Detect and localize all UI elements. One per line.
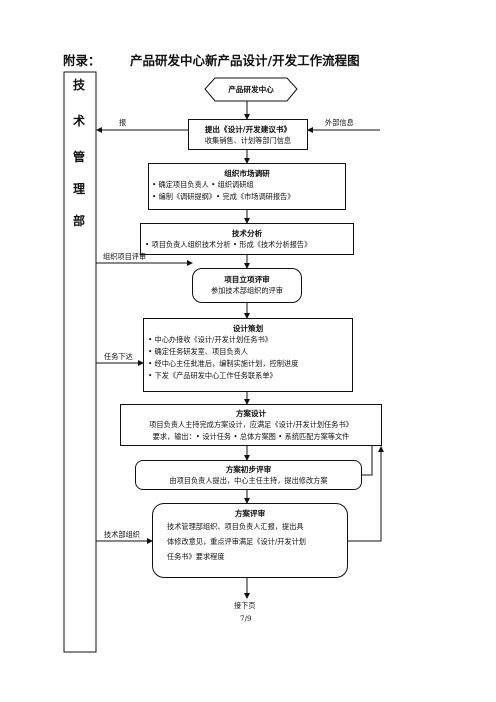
design-line-2: 要求，输出：• 设计任务 • 总体方案图 • 系统匹配方案等文件 (152, 432, 350, 441)
planning-title: 设计策划 (232, 324, 264, 333)
scheme-design-box: 方案设计 项目负责人主持完成方案设计，应满足《设计/开发计划任务书》 要求，输出… (120, 404, 382, 446)
proposal-box: 提出《设计/开发建议书》 收集销售、计划等部门信息 (188, 119, 308, 150)
review-line-2: 体修改意见，重点评审满足《设计/开发计划 (167, 537, 306, 546)
planning-line-4: • 下发《产品研发中心工作任务联系单》 (148, 371, 277, 380)
project-approval-box: 项目立项评审 参加技术部组织的评审 (192, 268, 302, 303)
research-line-1: • 确定项目负责人 • 组织调研组 (152, 180, 254, 189)
prelim-title: 方案初步评审 (225, 465, 272, 474)
prelim-body: 由项目负责人提出，中心主任主持，提出修改方案 (169, 476, 328, 485)
start-node: 产品研发中心 (228, 85, 274, 94)
design-title: 方案设计 (235, 409, 267, 418)
loop-review-to-design (348, 446, 384, 542)
design-line-1: 项目负责人主持完成方案设计，应满足《设计/开发计划任务书》 (149, 420, 353, 429)
review-line-1: 技术管理部组织、项目负责人汇报，提出具 (167, 522, 304, 531)
dept-char-2: 术 (72, 114, 85, 128)
label-external-info: 外部信息 (325, 118, 354, 127)
analysis-line-1: • 项目负责人组织技术分析 • 形成《技术分析报告》 (145, 240, 312, 249)
research-line-2: • 编制《调研提纲》• 完成《市场调研报告》 (152, 192, 295, 201)
appendix-label: 附录： (63, 53, 101, 68)
planning-line-1: • 中心办接收《设计/开发计划任务书》 (148, 335, 272, 344)
prelim-review-box: 方案初步评审 由项目负责人提出，中心主任主持，提出修改方案 (135, 460, 362, 490)
dept-char-5: 部 (72, 214, 85, 228)
label-report: 报 (119, 118, 127, 127)
design-planning-box: 设计策划 • 中心办接收《设计/开发计划任务书》 • 确定任务研发室、项目负责人… (143, 318, 353, 392)
dept-char-4: 理 (72, 182, 85, 196)
proposal-body: 收集销售、计划等部门信息 (204, 136, 292, 145)
page-number: 7/9 (240, 614, 252, 623)
label-org-review: 组织项目评审 (103, 252, 147, 261)
dept-char-1: 技 (72, 78, 85, 92)
analysis-title: 技术分析 (231, 229, 263, 238)
tech-analysis-box: 技术分析 • 项目负责人组织技术分析 • 形成《技术分析报告》 (140, 223, 354, 255)
market-research-box: 组织市场调研 • 确定项目负责人 • 组织调研组 • 编制《调研提纲》• 完成《… (148, 163, 346, 210)
continue-next-page: 接下页 (234, 601, 256, 610)
review-title: 方案评审 (234, 509, 266, 518)
planning-line-2: • 确定任务研发室、项目负责人 (148, 347, 248, 356)
start-node-shape (204, 77, 298, 102)
approval-title: 项目立项评审 (224, 275, 270, 284)
research-title: 组织市场调研 (224, 169, 270, 178)
planning-line-3: • 经中心主任批准后，编制实施计划，控制进度 (148, 359, 299, 368)
label-tech-org: 技术部组织 (104, 530, 140, 539)
dept-char-3: 管 (72, 150, 85, 164)
approval-body: 参加技术部组织的评审 (211, 286, 283, 295)
review-line-3: 任务书》要求程度 (167, 552, 225, 561)
label-task-issue: 任务下达 (104, 352, 133, 361)
scheme-review-box: 方案评审 技术管理部组织、项目负责人汇报，提出具 体修改意见，重点评审满足《设计… (152, 503, 348, 578)
proposal-title: 提出《设计/开发建议书》 (204, 125, 292, 134)
page-title: 产品研发中心新产品设计/开发工作流程图 (130, 53, 360, 68)
department-column (63, 71, 97, 653)
